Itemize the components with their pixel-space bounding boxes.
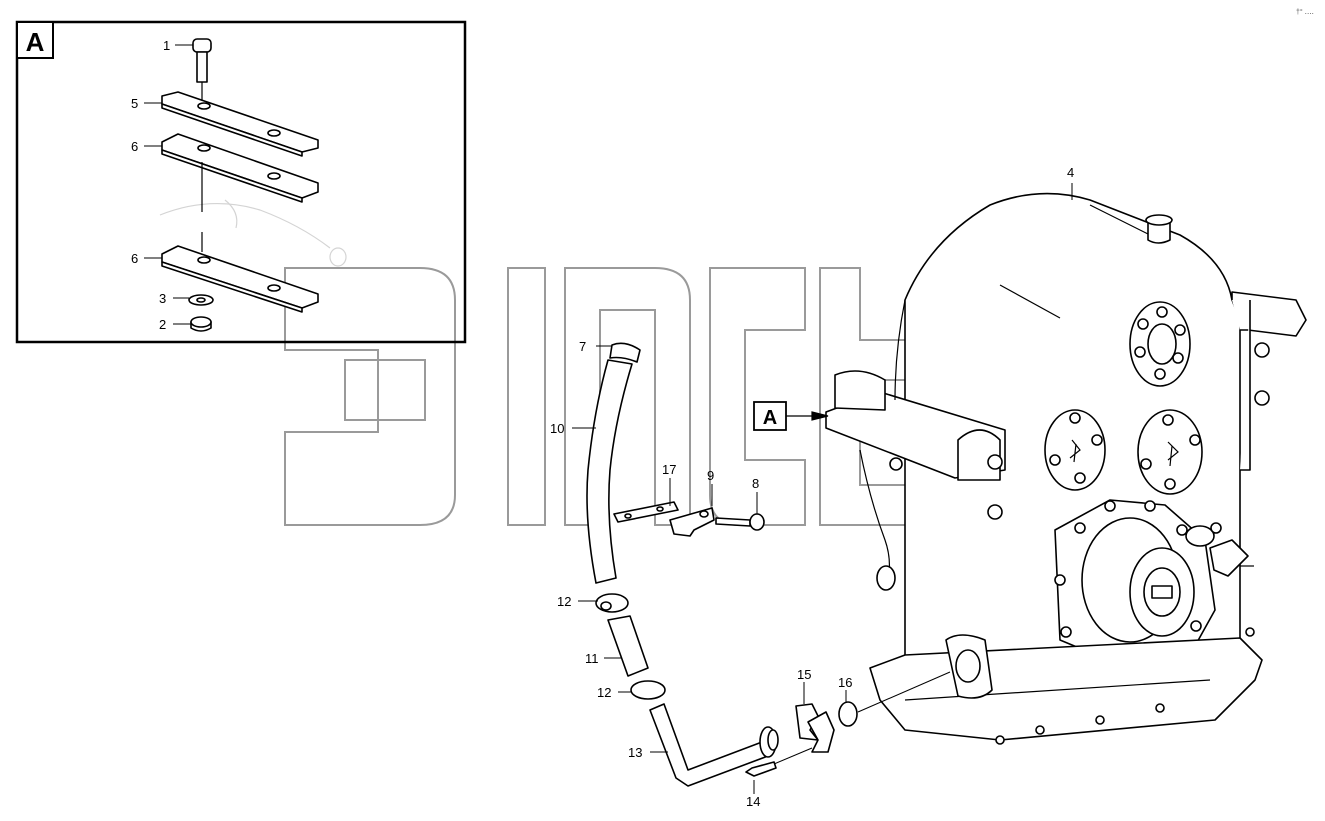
middle-flange-left [1044,409,1106,491]
callout-17: 17 [662,462,676,477]
bolt-part [192,38,212,100]
hose-clamp-upper [595,593,629,613]
flange-bolt [745,761,777,777]
short-hose [607,615,649,677]
callout-4: 4 [1067,165,1074,180]
mounting-bracket [825,299,1006,591]
callout-9: 9 [707,468,714,483]
callout-2: 2 [159,317,166,332]
corner-mark: †° ‥‥ [1296,8,1314,16]
view-a-letter: A [763,407,777,429]
callout-1: 1 [163,38,170,53]
callout-5: 5 [131,96,138,111]
callout-3: 3 [159,291,166,306]
hose-clamp-lower [630,680,666,700]
detail-a-panel: A [15,20,467,344]
upper-flange [1129,301,1191,387]
view-a-marker: A [753,401,829,431]
nut-part [190,316,212,332]
return-pipe [649,703,779,787]
callout-6-upper: 6 [131,139,138,154]
p-clip [669,507,715,537]
callout-11: 11 [585,651,599,666]
clip-screw [715,513,765,531]
callout-14: 14 [746,794,760,809]
callout-12-upper: 12 [557,594,571,609]
detail-a-badge [16,21,54,59]
split-flange-half-2 [807,711,835,753]
callout-16: 16 [838,675,852,690]
callout-12-lower: 12 [597,685,611,700]
sensor-fitting [1176,522,1254,577]
watermark-logo: TM [284,260,1007,526]
callout-8: 8 [752,476,759,491]
breather-hose [586,359,633,584]
middle-flange-right [1137,409,1203,495]
output-flange [1054,499,1216,666]
washer-part [188,294,214,306]
hose-bracket [613,501,679,523]
detail-a-letter: A [26,27,45,57]
callout-6-lower: 6 [131,251,138,266]
shim-plate-upper [161,133,319,252]
shim-plate-lower [161,245,319,313]
callout-13: 13 [628,745,642,760]
return-port [945,634,993,699]
plate-part [161,91,319,157]
split-flange-half [795,703,819,741]
callout-7: 7 [579,339,586,354]
transmission-housing: 4 [825,165,1307,745]
o-ring [838,701,858,727]
breather-cap [609,342,641,363]
callout-15: 15 [797,667,811,682]
callout-10: 10 [550,421,564,436]
